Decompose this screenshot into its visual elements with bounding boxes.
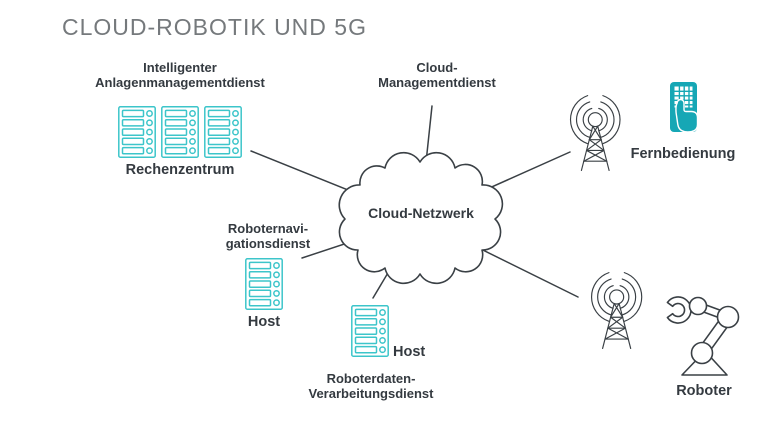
service-label-line: Managementdienst (378, 75, 496, 90)
label-fernbedienung: Fernbedienung (630, 146, 736, 162)
service-label-cloud-management: Cloud- Managementdienst (337, 60, 537, 90)
cloud-shape (338, 151, 504, 285)
service-label-line: Roboterdaten- (326, 371, 416, 386)
service-label-line: Cloud- (416, 60, 458, 75)
service-label-datacenter: Intelligenter Anlagenmanagementdienst (40, 60, 320, 90)
radio-tower-icon (590, 272, 643, 350)
server-rack-icon (351, 305, 389, 357)
server-rack-icon (118, 106, 156, 158)
service-label-line: Verarbeitungsdienst (308, 386, 434, 401)
service-label-line: Intelligenter (143, 60, 217, 75)
service-label-line: gationsdienst (225, 236, 311, 251)
server-rack-icon (161, 106, 199, 158)
service-label-line: Anlagenmanagementdienst (95, 75, 265, 90)
remote-control-hand-icon (670, 82, 699, 133)
label-roboter: Roboter (676, 383, 732, 399)
label-rechenzentrum: Rechenzentrum (125, 162, 235, 178)
datacenter-racks (118, 106, 242, 158)
page-title: CLOUD-ROBOTIK UND 5G (62, 14, 367, 40)
service-label-robot-data-processing: Roboterdaten- Verarbeitungsdienst (271, 371, 471, 401)
server-rack-icon (245, 258, 283, 310)
label-host-navigation: Host (247, 314, 281, 330)
server-rack-icon (204, 106, 242, 158)
label-host-data-processing: Host (393, 344, 426, 360)
service-label-line: Roboternavi- (227, 221, 309, 236)
service-label-robot-navigation: Roboternavi- gationsdienst (188, 221, 348, 251)
robot-arm-icon (666, 296, 740, 376)
cloud-network-label: Cloud-Netzwerk (368, 205, 474, 221)
